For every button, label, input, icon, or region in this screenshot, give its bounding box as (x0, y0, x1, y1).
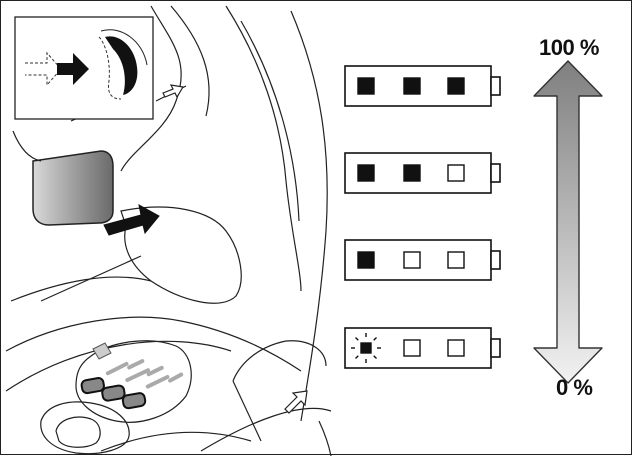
inset-detail (14, 16, 154, 120)
battery-indicator-row (344, 327, 501, 369)
blink-ray (355, 337, 359, 341)
blink-ray (373, 337, 377, 341)
charge-cell-empty (403, 339, 421, 357)
mower-illustration (5, 5, 332, 457)
battery-indicator-row (344, 152, 501, 194)
battery-indicator-row (344, 65, 501, 107)
charge-cell-empty (447, 339, 465, 357)
charge-cell-empty (447, 251, 465, 269)
charge-cell-filled (357, 77, 375, 95)
battery-terminal-icon (490, 163, 501, 183)
battery-terminal-icon (490, 338, 501, 358)
charge-cell-filled (403, 77, 421, 95)
blink-rays-icon (351, 333, 381, 363)
charge-cell-filled (360, 342, 372, 354)
charge-scale-arrow (533, 60, 603, 384)
battery-pack-icon (12, 130, 114, 226)
battery-level-indicators (344, 65, 501, 369)
blink-ray (355, 355, 359, 359)
charge-cell-filled (403, 164, 421, 182)
charge-cell-filled (447, 77, 465, 95)
charge-cell-filled (357, 251, 375, 269)
insert-arrow-icon (103, 204, 160, 236)
scale-label-top: 100 % (539, 35, 599, 60)
hint-arrow-icon (162, 84, 308, 414)
blink-ray (373, 355, 377, 359)
charge-cell-empty (447, 164, 465, 182)
battery-terminal-icon (490, 250, 501, 270)
scale-label-bottom: 0 % (556, 375, 593, 400)
battery-terminal-icon (490, 76, 501, 96)
control-panel (80, 342, 184, 410)
charge-cell-filled (357, 164, 375, 182)
battery-indicator-row (344, 239, 501, 281)
charge-cell-empty (403, 251, 421, 269)
